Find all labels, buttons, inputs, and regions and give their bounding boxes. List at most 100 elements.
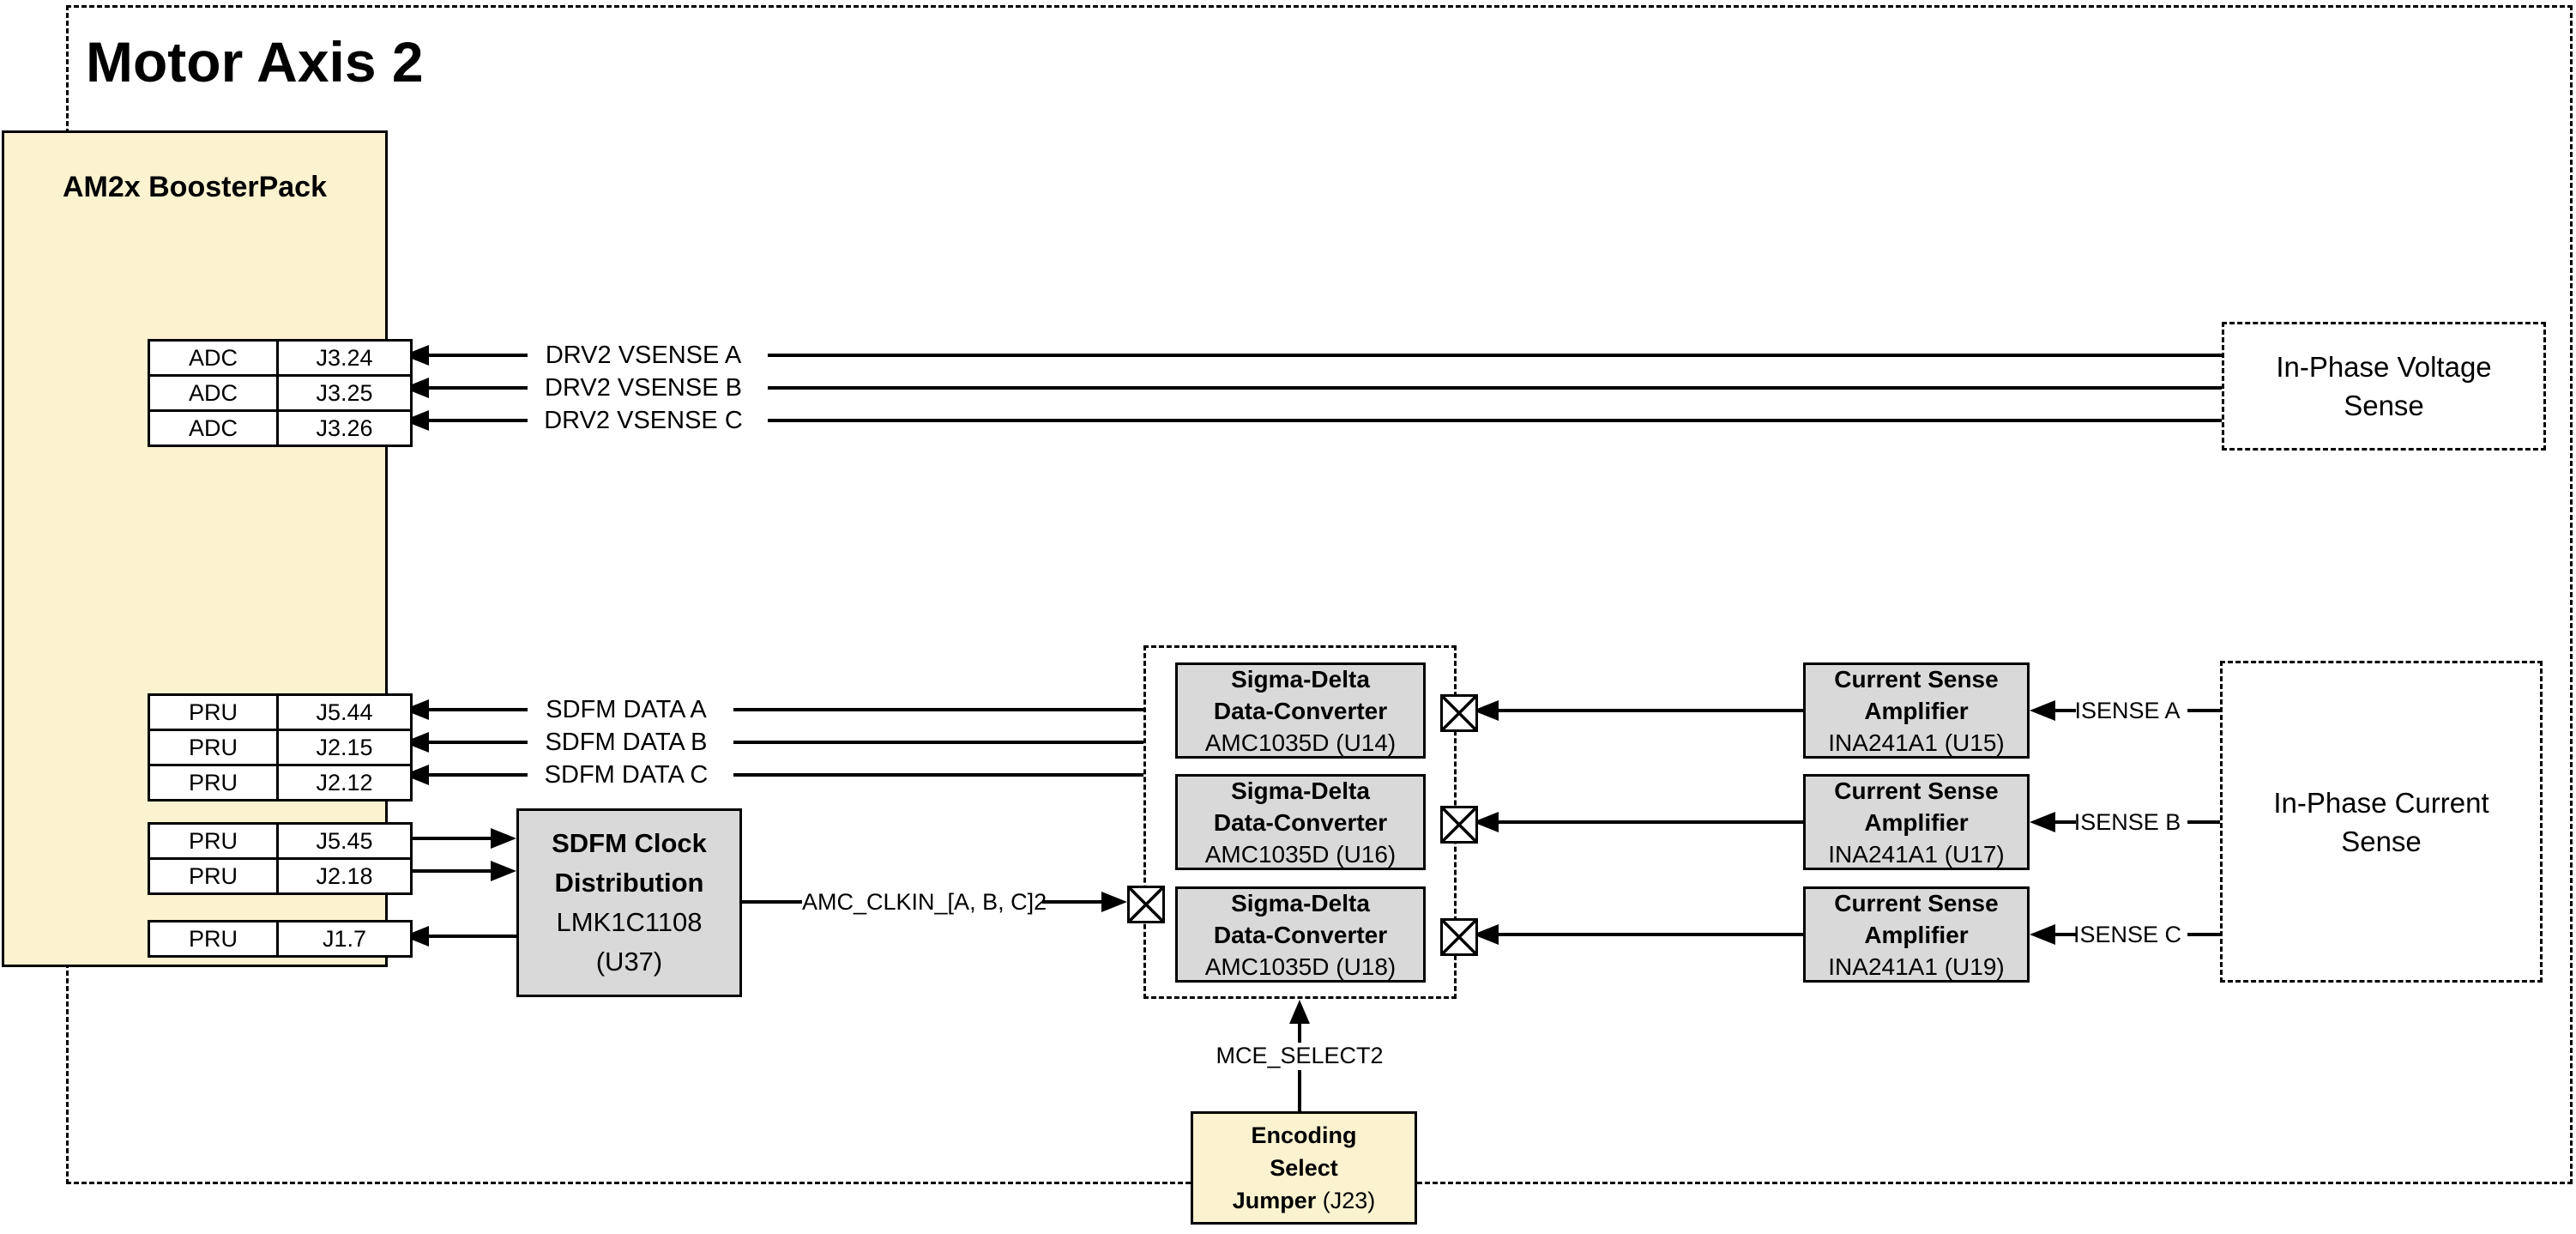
block-title-bold: Jumper [1232,1188,1317,1213]
block-title: Select [1270,1155,1338,1181]
pin-port: PRU [148,822,279,860]
block-title: Amplifier [1864,921,1969,948]
block-title: Current Sense [1834,777,1999,804]
signal-line [429,354,528,357]
current-sense-amplifier-u17: Current Sense Amplifier INA241A1 (U17) [1803,774,2030,870]
pin-number: J1.7 [276,920,413,958]
signal-line [1042,900,1101,904]
signal-line [1298,1024,1301,1043]
block-title: Data-Converter [1213,921,1388,948]
arrowhead-up-icon [1289,1000,1310,1024]
block-part-number: INA241A1 (U17) [1828,840,2005,868]
pin-port: PRU [148,857,279,895]
sigma-delta-converter-u14: Sigma-Delta Data-Converter AMC1035D (U14… [1175,662,1426,759]
signal-line [429,935,516,938]
signal-line [429,708,528,711]
signal-label-isense-b: ISENSE B [2073,809,2181,835]
pin-number: J2.15 [276,729,413,766]
block-part-number: AMC1035D (U14) [1204,729,1397,756]
pin-number: J5.45 [276,822,413,860]
signal-line [2055,933,2076,936]
page-title: Motor Axis 2 [86,30,424,94]
signal-label-sdfm-b: SDFM DATA B [545,729,708,756]
pin-port: ADC [148,409,279,447]
block-ref-designator: (J23) [1322,1188,1376,1213]
clock-jumper-icon [1127,886,1165,923]
arrowhead-right-icon [1101,892,1127,912]
block-part-number: INA241A1 (U19) [1828,953,2005,980]
block-part-number: AMC1035D (U18) [1204,953,1397,980]
arrowhead-left-icon [2030,700,2055,721]
signal-label-sdfm-c: SDFM DATA C [544,761,709,789]
signal-line [2187,709,2220,712]
block-title: Encoding [1251,1122,1357,1148]
signal-line [403,837,492,840]
block-title: In-Phase Voltage Sense [2276,351,2492,421]
block-title: Amplifier [1864,808,1969,836]
arrowhead-right-icon [491,861,516,881]
signal-label-amc-clkin: AMC_CLKIN_[A, B, C]2 [802,889,1047,915]
block-part-number: INA241A1 (U15) [1828,729,2005,756]
current-sense-amplifier-u15: Current Sense Amplifier INA241A1 (U15) [1803,662,2030,759]
signal-line [429,741,528,744]
block-title: SDFM Clock [552,828,707,858]
signal-line [2055,820,2076,824]
signal-line [1499,820,1803,824]
signal-line [1499,709,1803,712]
signal-label-mce-select: MCE_SELECT2 [1216,1043,1384,1068]
block-title: Current Sense [1834,665,1999,693]
signal-line [2187,820,2220,824]
sigma-delta-converter-u18: Sigma-Delta Data-Converter AMC1035D (U18… [1175,886,1426,983]
current-sense-amplifier-u19: Current Sense Amplifier INA241A1 (U19) [1803,886,2030,983]
signal-line [429,386,528,390]
signal-label-isense-a: ISENSE A [2074,698,2181,723]
signal-label-vsense-a: DRV2 VSENSE A [545,342,742,369]
phase-a-jumper-icon [1440,694,1478,732]
signal-line [733,708,1143,711]
signal-label-sdfm-a: SDFM DATA A [546,696,707,723]
signal-line [2055,709,2076,712]
pin-number: J5.44 [276,693,413,731]
block-title: Jumper (J23) [1233,1184,1376,1217]
block-title: Sigma-Delta [1231,665,1370,693]
block-ref-designator: (U37) [595,947,663,977]
signal-line [429,773,528,777]
block-title: Current Sense [1834,889,1999,916]
pin-number: J3.24 [276,339,413,377]
block-title: Sigma-Delta [1231,889,1370,916]
block-title: Data-Converter [1213,808,1388,836]
phase-c-jumper-icon [1440,918,1478,956]
signal-line [403,869,492,873]
am2x-boosterpack-label: AM2x BoosterPack [62,171,327,203]
arrowhead-left-icon [2030,924,2055,945]
encoding-select-jumper-block: Encoding Select Jumper (J23) [1191,1111,1417,1225]
signal-line [733,773,1143,777]
pin-port: PRU [148,920,279,958]
block-title: Distribution [554,868,704,898]
signal-line [2187,933,2220,936]
pin-number: J2.18 [276,857,413,895]
in-phase-current-sense-block: In-Phase Current Sense [2220,661,2543,983]
signal-label-vsense-b: DRV2 VSENSE B [545,374,742,402]
pin-port: PRU [148,764,279,801]
motor-axis-boundary [66,5,2573,1184]
signal-line [742,900,802,904]
arrowhead-right-icon [491,828,516,849]
block-title: Data-Converter [1213,697,1388,724]
block-part-number: LMK1C1108 [556,907,703,937]
signal-line [733,741,1143,744]
block-part-number: AMC1035D (U16) [1204,840,1397,868]
signal-line [1499,933,1803,936]
block-title: In-Phase Current Sense [2273,786,2489,857]
pin-port: ADC [148,339,279,377]
